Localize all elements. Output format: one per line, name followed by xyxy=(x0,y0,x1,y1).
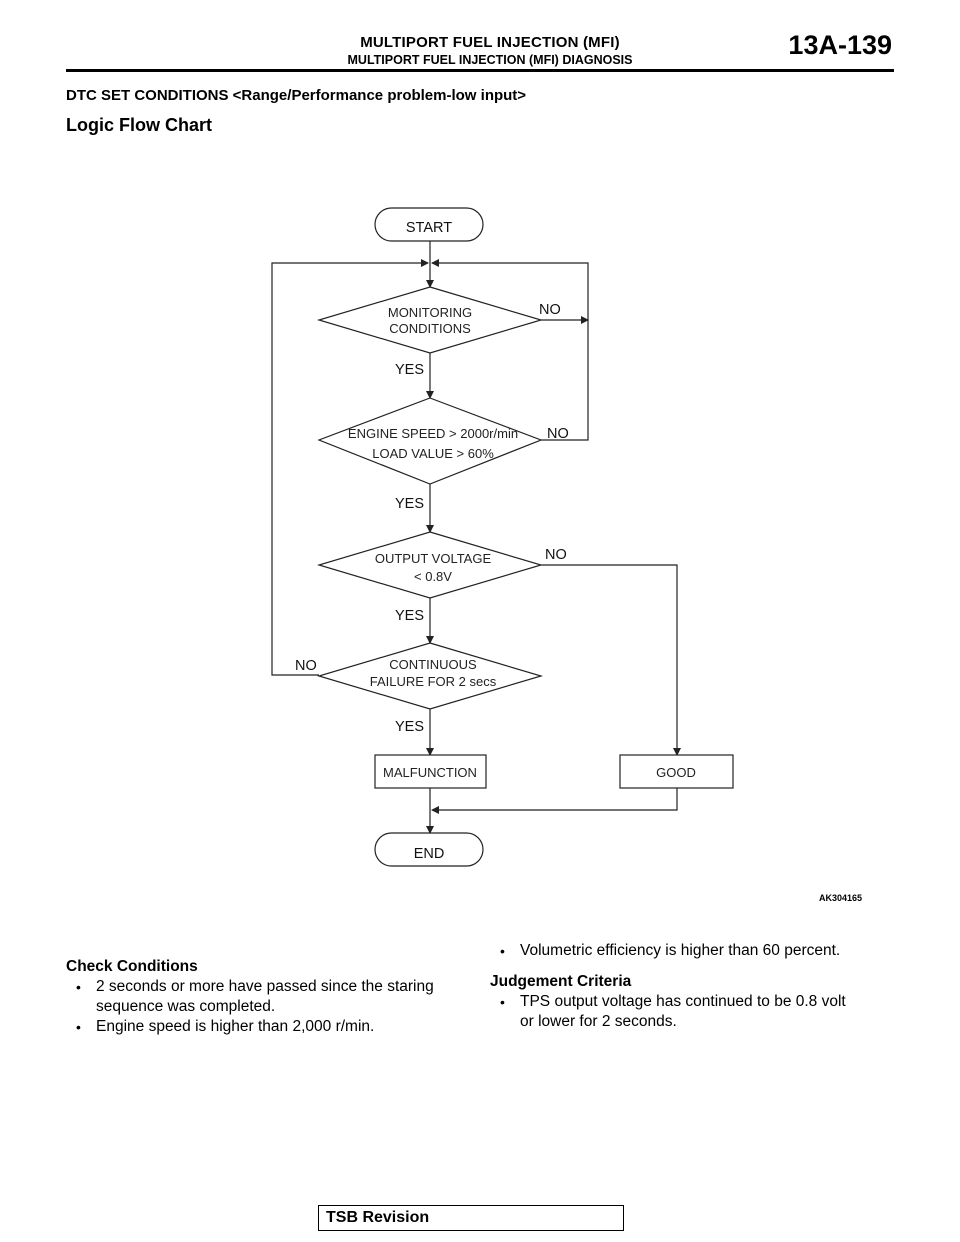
d3-no-label: NO xyxy=(545,547,567,563)
good-label: GOOD xyxy=(656,765,696,780)
judgement-criteria-list: TPS output voltage has continued to be 0… xyxy=(490,992,910,1032)
decision-2-line2: LOAD VALUE > 60% xyxy=(372,446,494,461)
page-number: 13A-139 xyxy=(788,30,892,60)
d2-yes-label: YES xyxy=(395,496,424,512)
decision-engine-speed xyxy=(317,397,543,485)
list-item: Volumetric efficiency is higher than 60 … xyxy=(490,941,910,961)
footer-box xyxy=(318,1205,624,1231)
d1-yes-label: YES xyxy=(395,362,424,378)
connector-good-end xyxy=(431,788,678,814)
item-line: 2 seconds or more have passed since the … xyxy=(96,978,434,995)
d4-no-label: NO xyxy=(295,658,317,674)
loop-d4-no xyxy=(271,259,429,676)
decision-monitoring xyxy=(316,286,544,354)
decision-1-line1: MONITORING xyxy=(388,305,472,320)
check-conditions-heading: Check Conditions xyxy=(66,958,198,975)
figure-id: AK304165 xyxy=(819,893,862,903)
decision-3-line2: < 0.8V xyxy=(414,569,452,584)
header-rule xyxy=(66,69,894,72)
logic-flow-chart: START MONITORING CONDITIONS ENGINE SPEED… xyxy=(271,207,862,903)
end-terminal xyxy=(374,832,484,867)
right-column: Volumetric efficiency is higher than 60 … xyxy=(490,941,910,1032)
d3-yes-label: YES xyxy=(395,608,424,624)
malfunction-label: MALFUNCTION xyxy=(383,765,477,780)
d1-no-label: NO xyxy=(539,302,561,318)
header-title: MULTIPORT FUEL INJECTION (MFI) xyxy=(360,34,620,51)
decision-2-line1: ENGINE SPEED > 2000r/min xyxy=(348,426,518,441)
decision-1-line2: CONDITIONS xyxy=(389,321,471,336)
header-subtitle: MULTIPORT FUEL INJECTION (MFI) DIAGNOSIS xyxy=(347,53,633,67)
subsection-title: Logic Flow Chart xyxy=(66,115,212,135)
decision-4-line2: FAILURE FOR 2 secs xyxy=(370,674,497,689)
item-line: Volumetric efficiency is higher than 60 … xyxy=(520,942,841,959)
connector-d3-no-good xyxy=(541,564,681,756)
judgement-criteria-heading: Judgement Criteria xyxy=(490,973,632,990)
d2-no-label: NO xyxy=(547,426,569,442)
start-label: START xyxy=(406,220,452,236)
item-line: or lower for 2 seconds. xyxy=(520,1013,677,1030)
section-title: DTC SET CONDITIONS <Range/Performance pr… xyxy=(66,87,527,104)
start-terminal xyxy=(374,207,484,242)
item-line: TPS output voltage has continued to be 0… xyxy=(520,993,846,1010)
item-line: sequence was completed. xyxy=(96,998,276,1015)
footer-label: TSB Revision xyxy=(326,1209,430,1226)
list-item: 2 seconds or more have passed since the … xyxy=(66,977,476,1017)
loop-d2-no xyxy=(431,259,589,441)
check-conditions-list: 2 seconds or more have passed since the … xyxy=(66,977,476,1037)
d4-yes-label: YES xyxy=(395,719,424,735)
list-item: Engine speed is higher than 2,000 r/min. xyxy=(66,1017,476,1037)
decision-4-line1: CONTINUOUS xyxy=(389,657,477,672)
list-item: TPS output voltage has continued to be 0… xyxy=(490,992,910,1032)
check-conditions-block: Check Conditions 2 seconds or more have … xyxy=(66,957,476,1037)
end-label: END xyxy=(414,846,445,862)
check-conditions-continued: Volumetric efficiency is higher than 60 … xyxy=(490,941,910,961)
decision-3-line1: OUTPUT VOLTAGE xyxy=(375,551,492,566)
item-line: Engine speed is higher than 2,000 r/min. xyxy=(96,1018,375,1035)
